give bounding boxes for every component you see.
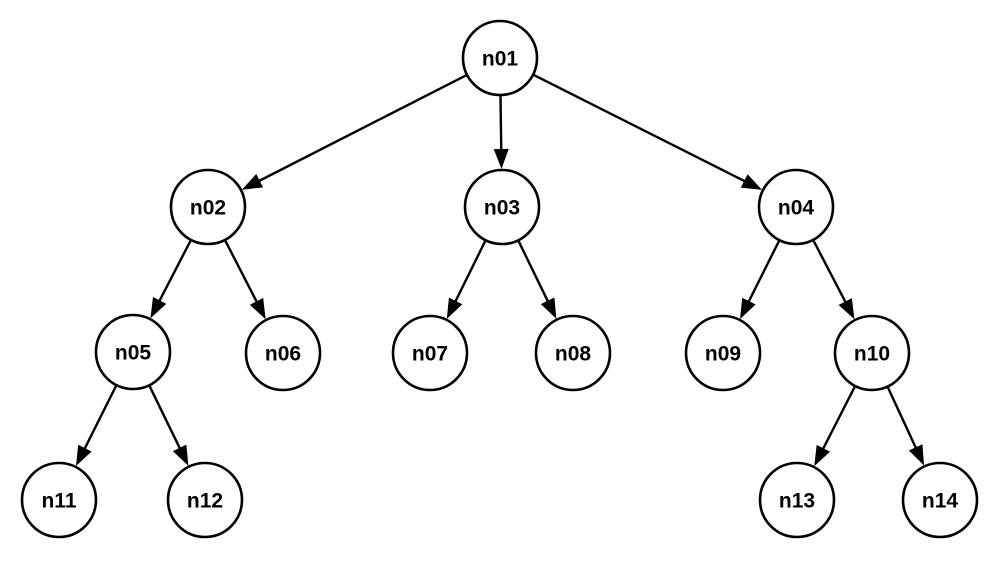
node-label: n02 — [190, 197, 226, 220]
node-n03[interactable]: n03 — [463, 168, 541, 246]
node-circle[interactable] — [244, 314, 322, 392]
edge-n01-to-n04 — [533, 74, 763, 190]
node-label: n06 — [265, 343, 301, 366]
node-circle[interactable] — [534, 314, 612, 392]
arrowhead-icon — [75, 444, 92, 467]
edge-n05-to-n12 — [148, 385, 189, 466]
arrowhead-icon — [241, 173, 264, 190]
arrowhead-icon — [908, 444, 925, 466]
node-circle[interactable] — [833, 314, 911, 392]
node-label: n12 — [187, 490, 223, 513]
node-label: n07 — [412, 343, 448, 366]
arrowhead-icon — [838, 298, 855, 320]
node-n01[interactable]: n01 — [461, 19, 539, 97]
arrowhead-icon — [493, 148, 509, 170]
node-label: n03 — [484, 197, 520, 220]
node-circle[interactable] — [461, 19, 539, 97]
node-n04[interactable]: n04 — [757, 168, 835, 246]
node-n08[interactable]: n08 — [534, 314, 612, 392]
node-circle[interactable] — [169, 168, 247, 246]
nodes-layer: n01 n02 n03 n04 n05 n06 n07 n08 n09 n10 n11 n12 n13 n… — [20, 19, 979, 539]
edge-n04-to-n10 — [812, 240, 855, 320]
node-circle[interactable] — [901, 461, 979, 539]
edge-n01-to-n02 — [241, 74, 467, 190]
edge-line — [224, 240, 259, 305]
edge-n03-to-n07 — [446, 240, 487, 319]
node-circle[interactable] — [684, 314, 762, 392]
edge-n02-to-n05 — [150, 240, 192, 319]
edge-n10-to-n13 — [814, 386, 856, 467]
node-n12[interactable]: n12 — [166, 461, 244, 539]
node-n13[interactable]: n13 — [758, 461, 836, 539]
node-n07[interactable]: n07 — [391, 314, 469, 392]
arrowhead-icon — [446, 297, 463, 319]
edge-n03-to-n08 — [517, 240, 557, 319]
edges-layer — [75, 74, 925, 467]
edge-line — [533, 74, 748, 184]
node-n14[interactable]: n14 — [901, 461, 979, 539]
edge-line — [812, 240, 848, 305]
node-label: n08 — [555, 343, 592, 366]
node-n06[interactable]: n06 — [244, 314, 322, 392]
arrowhead-icon — [172, 444, 189, 466]
node-label: n09 — [705, 343, 741, 366]
edge-n02-to-n06 — [224, 240, 266, 320]
node-circle[interactable] — [166, 461, 244, 539]
arrowhead-icon — [814, 444, 831, 467]
node-n10[interactable]: n10 — [833, 314, 911, 392]
edge-line — [453, 240, 487, 305]
edge-line — [256, 74, 467, 184]
arrowhead-icon — [249, 297, 266, 320]
node-label: n14 — [922, 490, 959, 513]
node-label: n11 — [41, 490, 76, 513]
node-circle[interactable] — [20, 461, 98, 539]
edge-line — [499, 95, 503, 153]
node-circle[interactable] — [94, 313, 172, 391]
edge-line — [820, 386, 856, 452]
arrowhead-icon — [540, 297, 557, 319]
arrowhead-icon — [739, 297, 756, 320]
node-label: n05 — [115, 342, 152, 365]
edge-line — [157, 240, 192, 304]
node-label: n01 — [482, 48, 519, 71]
node-n11[interactable]: n11 — [20, 461, 98, 539]
edge-line — [517, 240, 551, 305]
edge-n10-to-n14 — [886, 386, 925, 466]
node-label: n04 — [778, 197, 815, 220]
edge-line — [886, 386, 918, 451]
edge-n05-to-n11 — [75, 385, 118, 467]
edge-n01-to-n03 — [493, 95, 509, 170]
edge-n04-to-n09 — [739, 240, 781, 320]
node-n05[interactable]: n05 — [94, 313, 172, 391]
edge-line — [746, 240, 781, 305]
node-n02[interactable]: n02 — [169, 168, 247, 246]
node-circle[interactable] — [757, 168, 835, 246]
node-n09[interactable]: n09 — [684, 314, 762, 392]
node-circle[interactable] — [391, 314, 469, 392]
node-label: n13 — [779, 490, 815, 513]
arrowhead-icon — [740, 174, 763, 190]
node-label: n10 — [854, 343, 890, 366]
node-circle[interactable] — [758, 461, 836, 539]
edge-line — [148, 385, 183, 452]
arrowhead-icon — [150, 297, 167, 319]
edge-line — [82, 385, 118, 452]
node-circle[interactable] — [463, 168, 541, 246]
